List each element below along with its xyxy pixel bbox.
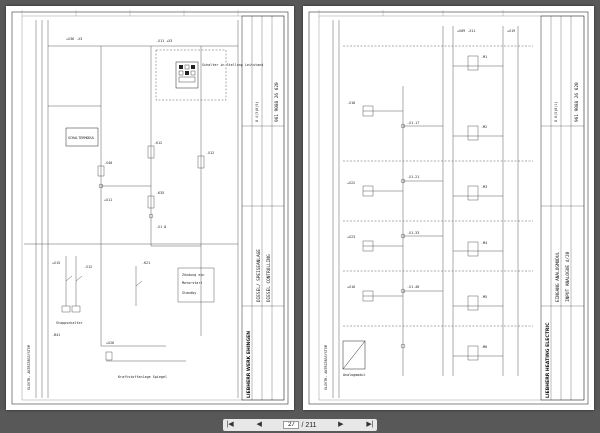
svg-text:-M4: -M4 bbox=[481, 241, 487, 245]
svg-text:Stoppschalter: Stoppschalter bbox=[56, 321, 83, 325]
page-separator: / bbox=[301, 421, 304, 429]
svg-text:Standby: Standby bbox=[182, 291, 196, 295]
svg-text:+X15: +X15 bbox=[52, 261, 60, 265]
keypad-caption: Schalter in Stellung Leitstand bbox=[202, 63, 263, 67]
right-drawing-page: Analogmodul -X18 +X22 +X23 +X16 -X1.17 -X1.2… bbox=[303, 6, 594, 410]
svg-text:-M3: -M3 bbox=[481, 185, 487, 189]
svg-text:-K35: -K35 bbox=[156, 191, 164, 195]
svg-text:-X1 8: -X1 8 bbox=[156, 225, 166, 229]
left-vertical-subtitle-2: DIESEL CONTROLLING bbox=[266, 254, 272, 302]
left-vertical-id: 961 9088 26 620 bbox=[274, 82, 280, 122]
component-label: SCHALTERMODUL bbox=[68, 136, 95, 140]
svg-text:+X11: +X11 bbox=[104, 198, 112, 202]
svg-text:Zündung ein: Zündung ein bbox=[182, 273, 204, 277]
previous-page-icon[interactable]: ◀ bbox=[256, 421, 262, 428]
total-pages: 211 bbox=[305, 421, 317, 429]
left-sheet-code: 8 4(3)8(9) bbox=[255, 102, 259, 122]
svg-text:-K12: -K12 bbox=[154, 141, 162, 145]
note-text: Kraftstoffanlage Spiegel bbox=[118, 375, 167, 379]
last-page-icon[interactable]: ▶| bbox=[366, 421, 374, 428]
svg-text:-M5: -M5 bbox=[481, 295, 487, 299]
svg-text:-X18: -X18 bbox=[347, 101, 355, 105]
svg-text:-M6: -M6 bbox=[481, 345, 487, 349]
svg-text:+X23: +X23 bbox=[347, 235, 355, 239]
svg-text:-K21: -K21 bbox=[142, 261, 150, 265]
right-vertical-subtitle-2: INPUT ANALOGUE 4/20 bbox=[565, 251, 571, 302]
page-indicator: / 211 bbox=[283, 421, 317, 429]
left-side-rail: ELEKTR. ANTRIEBSSYSTEM bbox=[27, 345, 31, 390]
svg-text:-X1.21: -X1.21 bbox=[407, 175, 419, 179]
svg-text:-S12: -S12 bbox=[84, 265, 92, 269]
svg-text:-X1.48: -X1.48 bbox=[407, 285, 419, 289]
svg-text:-X12: -X12 bbox=[206, 151, 214, 155]
svg-text:-X11 +X3: -X11 +X3 bbox=[156, 39, 172, 43]
left-vertical-subtitle-1: DIESEL/ SPEISEANLAGE bbox=[256, 249, 262, 302]
svg-text:-X1.33: -X1.33 bbox=[407, 231, 419, 235]
svg-text:-B41: -B41 bbox=[52, 333, 60, 337]
left-drawing-page: Schalter in Stellung Leitstand SCHALTERM… bbox=[6, 6, 294, 410]
svg-text:Motorstart: Motorstart bbox=[182, 281, 202, 285]
svg-text:-S40: -S40 bbox=[104, 161, 112, 165]
svg-text:-M2: -M2 bbox=[481, 125, 487, 129]
first-page-icon[interactable]: |◀ bbox=[226, 421, 234, 428]
right-vertical-subtitle-1: EINGANG ANALOGMODUL bbox=[555, 251, 561, 302]
right-schematic: Analogmodul -X18 +X22 +X23 +X16 -X1.17 -X1.2… bbox=[308, 10, 589, 405]
right-sheet-code: 8 6(5)8(1) bbox=[554, 102, 558, 122]
svg-text:+X19: +X19 bbox=[507, 29, 515, 33]
page-number-input[interactable] bbox=[283, 421, 300, 429]
right-side-rail: ELEKTR. ANTRIEBSSYSTEM bbox=[324, 345, 328, 390]
svg-text:+X26: +X26 bbox=[106, 341, 114, 345]
svg-text:+X36 -X3: +X36 -X3 bbox=[66, 37, 82, 41]
next-page-icon[interactable]: ▶ bbox=[338, 421, 344, 428]
keypad-symbol bbox=[175, 61, 199, 89]
svg-text:-X1.17: -X1.17 bbox=[407, 121, 419, 125]
module-label: Analogmodul bbox=[343, 373, 365, 377]
svg-text:+X09 -X11: +X09 -X11 bbox=[457, 29, 475, 33]
right-vertical-id: 961 9088 26 620 bbox=[574, 82, 580, 122]
svg-text:-M1: -M1 bbox=[481, 55, 487, 59]
right-vertical-title: LIEBHERR HEATING ELECTRIC bbox=[545, 322, 551, 398]
svg-text:+X16: +X16 bbox=[347, 285, 355, 289]
left-vertical-title: LIEBHERR WERK EHINGEN bbox=[246, 331, 252, 398]
page-navigation-toolbar: |◀ ◀ / 211 ▶ ▶| bbox=[223, 419, 377, 431]
left-schematic: Schalter in Stellung Leitstand SCHALTERM… bbox=[11, 10, 289, 405]
svg-text:+X22: +X22 bbox=[347, 181, 355, 185]
